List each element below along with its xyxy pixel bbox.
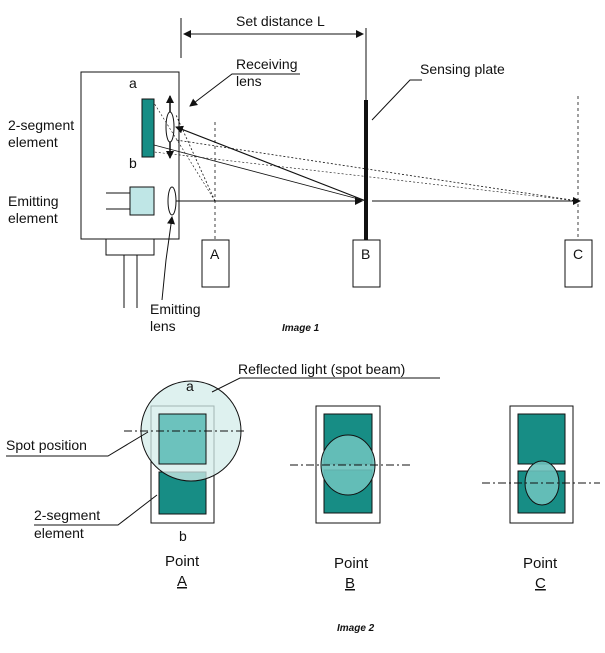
point-a-segment-top-lit [158, 413, 207, 465]
reflected-ray-from-b [175, 125, 367, 202]
set-distance-label: Set distance L [236, 13, 325, 29]
position-a-label: A [210, 246, 220, 262]
spot-position-leader [6, 431, 149, 457]
position-box-a [201, 239, 230, 288]
point-b-diagram [290, 405, 410, 524]
position-c-label: C [573, 246, 583, 262]
emitting-lens-label-1: Emitting [150, 301, 201, 317]
reflected-ray-from-a [175, 114, 216, 202]
two-segment-label-1-line1: 2-segment [8, 117, 74, 133]
image2-caption: Image 2 [337, 623, 375, 634]
segment-b-label: b [129, 155, 137, 171]
two-segment-leader [34, 494, 158, 526]
receiving-lens-leader [189, 73, 300, 107]
point-a-segment-b: b [179, 528, 187, 544]
image1-caption: Image 1 [282, 323, 320, 334]
receiving-lens-label-2: lens [236, 73, 262, 89]
point-c-label: Point [523, 555, 558, 572]
point-c-diagram [482, 405, 600, 524]
point-a-segment-a: a [186, 378, 194, 394]
sensing-plate-label: Sensing plate [420, 61, 505, 77]
two-segment-element-1 [141, 98, 155, 158]
point-a-diagram: a b [124, 378, 245, 544]
segment-a-label: a [129, 75, 137, 91]
sensor-connector [105, 238, 155, 256]
emitting-lens-label-2: lens [150, 318, 176, 334]
position-b-label: B [361, 246, 370, 262]
emitting-element-label-2: element [8, 210, 58, 226]
two-segment-label-2-line1: 2-segment [34, 507, 100, 523]
image1: Set distance L a b [8, 13, 593, 334]
reflected-ray-from-b-2 [153, 144, 367, 202]
spot-position-label: Spot position [6, 437, 87, 453]
reflected-light-leader [211, 377, 440, 393]
position-box-c [564, 239, 593, 288]
receiving-lens-label-1: Receiving [236, 56, 297, 72]
reflected-light-label: Reflected light (spot beam) [238, 361, 405, 377]
point-a-label: Point [165, 553, 200, 570]
point-c-segment-top [517, 413, 566, 465]
reflected-ray-from-a-2 [153, 102, 216, 202]
emitting-element [129, 186, 155, 216]
point-b-label: Point [334, 555, 369, 572]
point-a-letter: A [177, 573, 187, 590]
point-c-letter: C [535, 575, 546, 592]
reflected-ray-from-c [175, 139, 579, 202]
emitting-lens [167, 186, 177, 216]
position-box-b [352, 239, 381, 288]
receiving-lens [165, 111, 175, 143]
two-segment-label-1-line2: element [8, 134, 58, 150]
emitting-element-label-1: Emitting [8, 193, 59, 209]
emitting-lens-leader [161, 216, 175, 301]
two-segment-label-2-line2: element [34, 525, 84, 541]
sensing-plate-leader [371, 79, 422, 121]
image2: a b Reflected light (spot beam) Spot pos… [6, 361, 600, 634]
point-b-letter: B [345, 575, 355, 592]
